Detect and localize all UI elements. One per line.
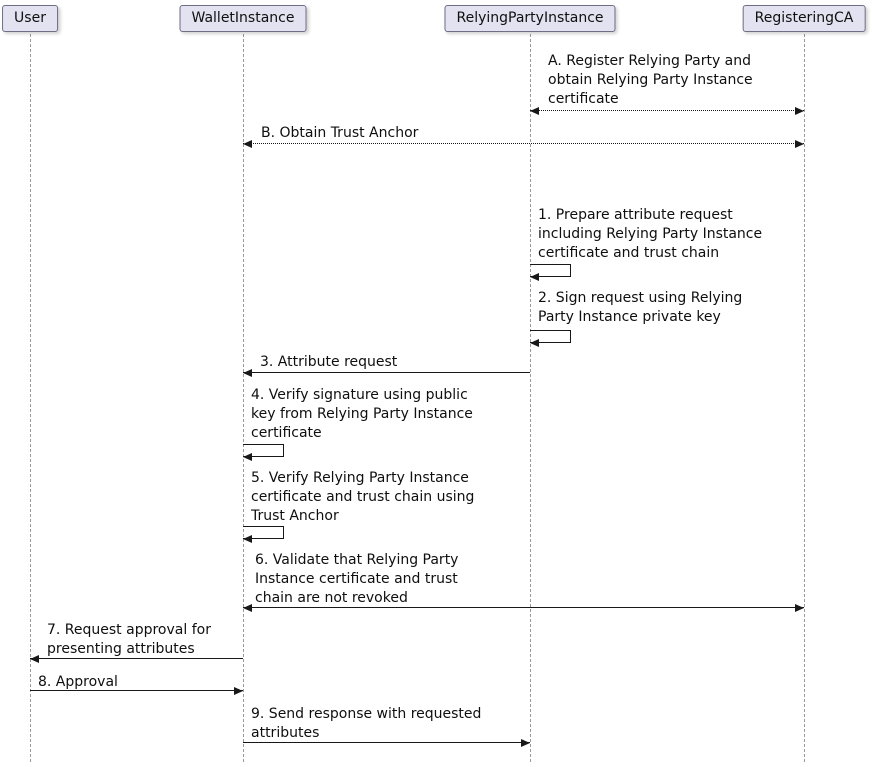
self-arrow-1: [530, 264, 571, 277]
message-line-8: [30, 690, 243, 691]
lifeline-ca: [804, 34, 805, 762]
lifeline-wallet: [243, 34, 244, 762]
actor-box-ca: RegisteringCA: [742, 5, 866, 32]
message-line-B: [243, 143, 804, 144]
self-arrow-5: [243, 526, 284, 539]
message-label-5: 5. Verify Relying Party Instance certifi…: [251, 470, 475, 524]
arrowhead-right-8: [234, 687, 243, 695]
message-label-1: 1. Prepare attribute request including R…: [538, 207, 763, 261]
message-line-9: [243, 742, 530, 743]
message-label-4: 4. Verify signature using public key fro…: [251, 387, 473, 441]
arrowhead-left-1: [530, 273, 539, 281]
arrowhead-right-B: [795, 140, 804, 148]
message-label-2: 2. Sign request using Relying Party Inst…: [538, 290, 743, 325]
message-label-9: 9. Send response with requested attribut…: [251, 706, 482, 741]
actor-box-rpi: RelyingPartyInstance: [444, 5, 616, 32]
arrowhead-left-A: [530, 107, 539, 115]
message-line-3: [243, 372, 530, 373]
arrowhead-left-5: [243, 535, 252, 543]
message-label-6: 6. Validate that Relying Party Instance …: [255, 552, 459, 606]
message-label-7: 7. Request approval for presenting attri…: [47, 622, 211, 657]
message-label-8: 8. Approval: [38, 674, 118, 690]
message-line-7: [30, 658, 243, 659]
self-arrow-2: [530, 330, 571, 343]
arrowhead-left-7: [30, 655, 39, 663]
self-arrow-4: [243, 444, 284, 457]
message-line-A: [530, 110, 804, 111]
arrowhead-left-2: [530, 339, 539, 347]
arrowhead-left-6: [243, 604, 252, 612]
message-label-A: A. Register Relying Party and obtain Rel…: [548, 53, 753, 107]
arrowhead-right-A: [795, 107, 804, 115]
message-line-6: [243, 607, 804, 608]
arrowhead-left-4: [243, 453, 252, 461]
message-label-B: B. Obtain Trust Anchor: [261, 125, 419, 141]
arrowhead-right-9: [521, 739, 530, 747]
lifeline-user: [30, 34, 31, 762]
arrowhead-left-B: [243, 140, 252, 148]
arrowhead-left-3: [243, 369, 252, 377]
arrowhead-right-6: [795, 604, 804, 612]
actor-box-wallet: WalletInstance: [179, 5, 307, 32]
message-label-3: 3. Attribute request: [260, 354, 398, 370]
lifeline-rpi: [530, 34, 531, 762]
actor-box-user: User: [2, 5, 58, 32]
